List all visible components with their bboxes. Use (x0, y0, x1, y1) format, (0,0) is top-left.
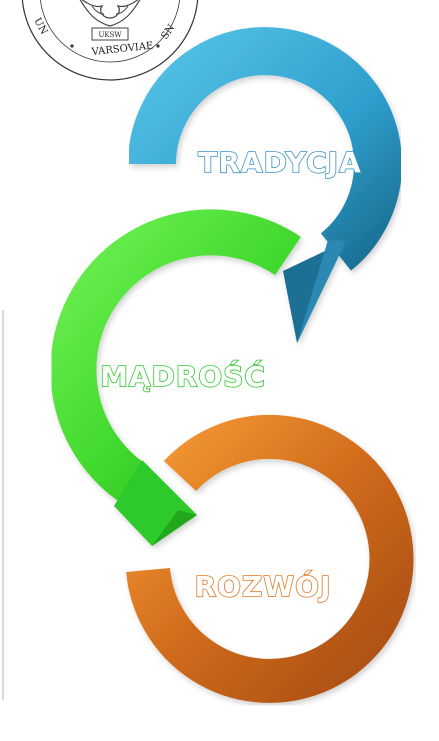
seal-center-text: UKSW (98, 31, 122, 39)
arrow-tradycja-head-shade (297, 240, 346, 343)
label-tradycja: TRADYCJA (198, 146, 361, 179)
seal-outer-ring (21, 0, 199, 81)
seal-left-text: UN (31, 16, 49, 37)
arrow-madrosc-arc (50, 209, 301, 504)
label-madrosc: MĄDROŚĆ (100, 359, 266, 393)
arrow-madrosc-head-shade (152, 510, 197, 546)
seal-bottom-text: VARSOVIAE (90, 41, 154, 59)
arrow-tradycja-arc (128, 27, 402, 271)
arrow-tradycja (128, 27, 402, 343)
seal-inner-ring (40, 0, 180, 63)
seal-eagle-icon (79, 0, 141, 27)
arrow-rozwoj-arc (126, 414, 414, 703)
seal-eagle-feathers-icon (91, 5, 129, 15)
arrow-madrosc (50, 209, 301, 546)
seal-banner (91, 27, 129, 41)
seal-dot-right (156, 44, 160, 48)
label-rozwoj: ROZWÓJ (195, 569, 332, 603)
seal-dot-left (70, 44, 74, 48)
arrow-rozwoj (126, 414, 414, 703)
